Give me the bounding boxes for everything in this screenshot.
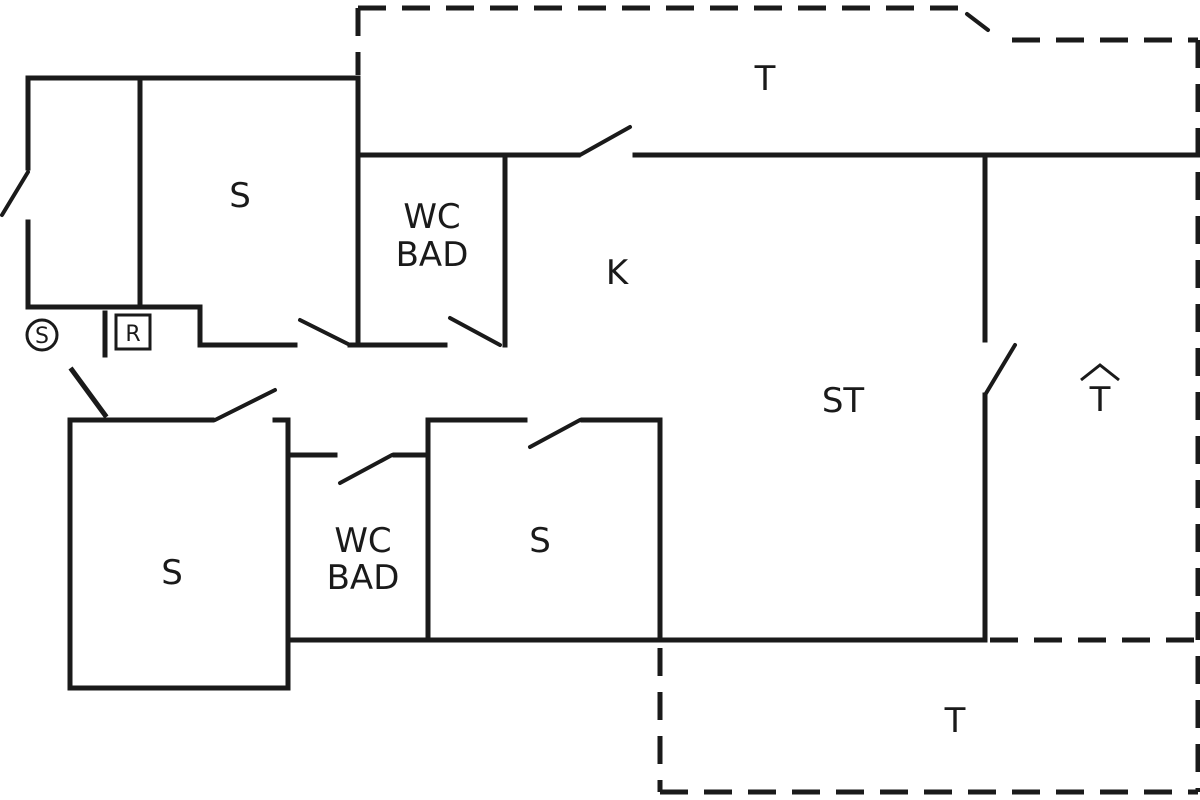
room-label-kitchen: K <box>606 253 630 293</box>
room-label-bad-bottom: BAD <box>327 558 400 598</box>
square-symbol-label: R <box>125 322 140 347</box>
room-label-terrace-right: T <box>1089 380 1111 420</box>
terrace-roof-icon: T <box>1080 363 1120 420</box>
room-label-bedroom-top: S <box>229 176 251 216</box>
terrace-boundary <box>355 5 1200 795</box>
room-label-terrace-top: T <box>754 59 776 99</box>
walls <box>25 75 1200 691</box>
room-label-bedroom-bottom-mid: S <box>529 521 551 561</box>
room-label-wc-top: WC <box>403 197 460 237</box>
doors <box>0 125 1017 485</box>
circle-symbol: S <box>25 318 59 352</box>
room-label-bad-top: BAD <box>396 235 469 275</box>
circle-symbol-label: S <box>35 324 49 349</box>
room-label-wc-bottom: WC <box>334 521 391 561</box>
square-symbol: R <box>114 313 152 351</box>
room-label-bedroom-bottom-left: S <box>161 553 183 593</box>
room-label-living: ST <box>822 381 865 421</box>
room-label-terrace-bottom: T <box>944 701 966 741</box>
